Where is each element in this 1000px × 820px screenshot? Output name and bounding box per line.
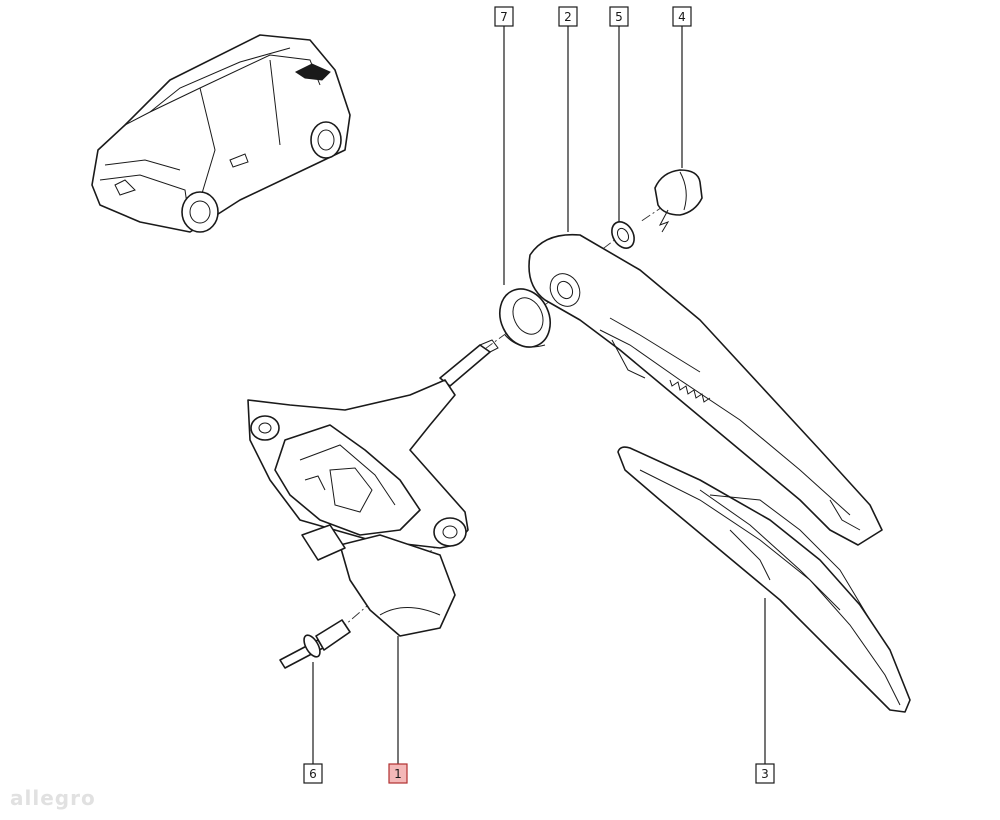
car-illustration: [91, 34, 351, 233]
part-1-wiper-motor: [247, 339, 499, 637]
part-5-nut: [611, 221, 635, 249]
part-2-wiper-arm: [528, 233, 883, 546]
svg-text:6: 6: [309, 767, 317, 781]
callout-3: 3: [755, 763, 775, 784]
svg-text:4: 4: [678, 10, 686, 24]
callout-7: 7: [494, 6, 514, 27]
leader-lines: [312, 26, 766, 764]
callout-4: 4: [672, 6, 692, 27]
svg-text:5: 5: [615, 10, 623, 24]
callout-6: 6: [303, 763, 323, 784]
part-3-wiper-blade: [617, 446, 911, 713]
svg-text:1: 1: [394, 767, 402, 781]
svg-text:3: 3: [761, 767, 769, 781]
svg-text:7: 7: [500, 10, 508, 24]
callout-1: 1: [388, 763, 408, 784]
callout-5: 5: [609, 6, 629, 27]
watermark: allegro: [10, 786, 96, 810]
part-4-cap: [654, 169, 703, 233]
svg-text:2: 2: [564, 10, 572, 24]
callout-2: 2: [558, 6, 578, 27]
part-6-bolt: [279, 619, 351, 669]
part-7-grommet: [499, 288, 551, 348]
